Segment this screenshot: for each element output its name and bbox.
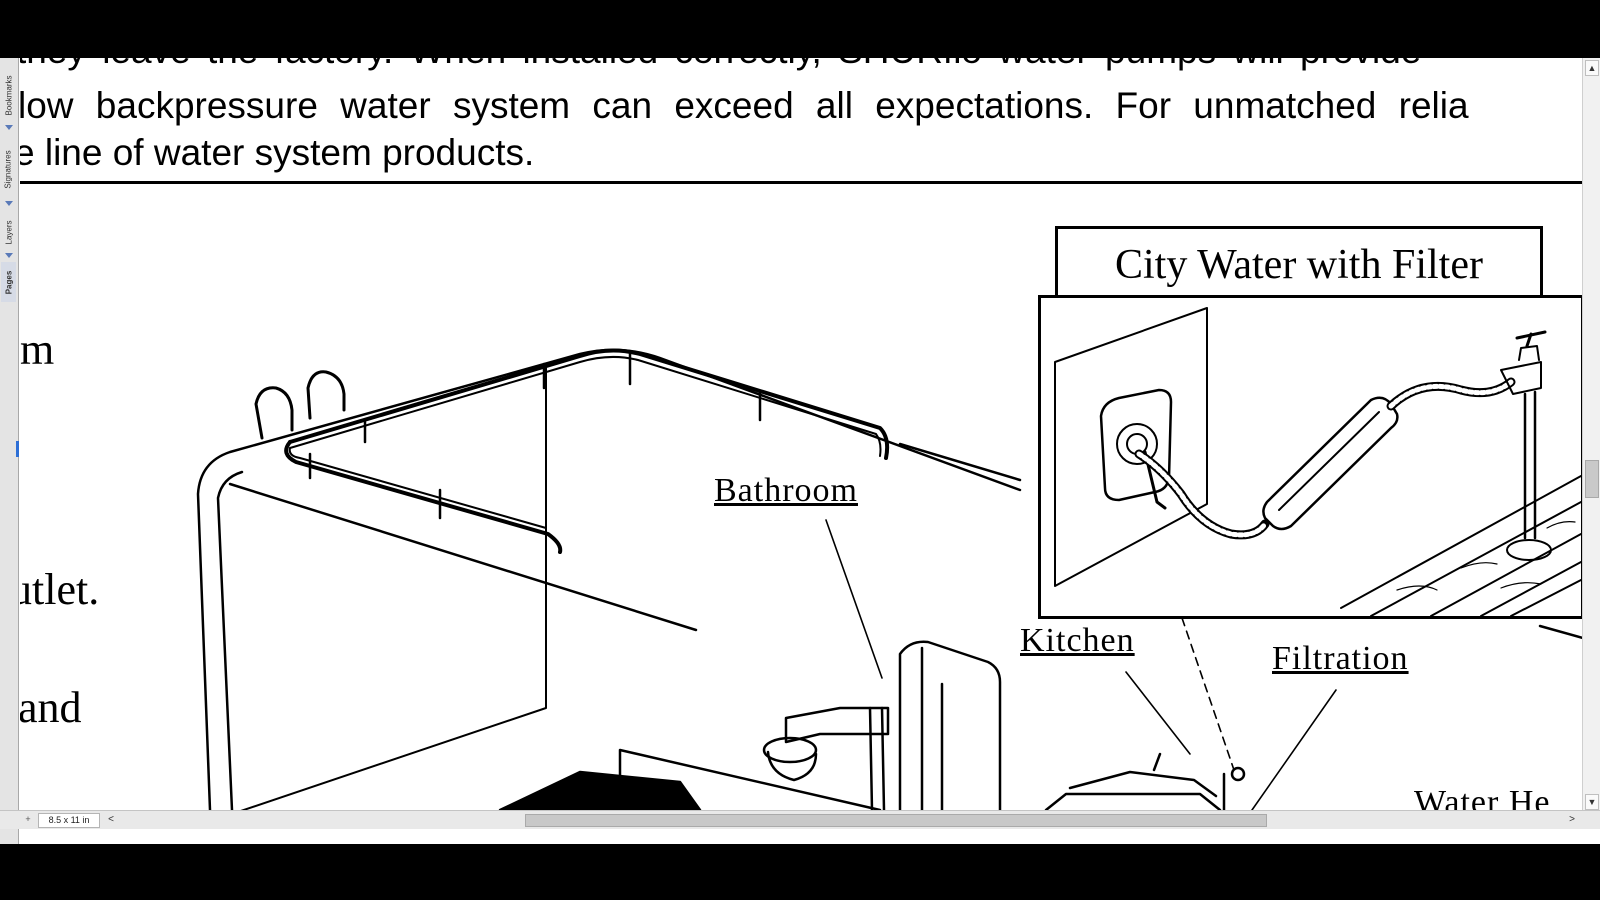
margin-text: m	[20, 325, 55, 374]
body-text-line: e line of water system products.	[20, 132, 535, 173]
body-text-line: they leave the factory. When installed c…	[20, 58, 1421, 72]
vertical-scroll-thumb[interactable]	[1585, 460, 1599, 498]
margin-text: utlet.	[20, 565, 100, 614]
rv-water-system-diagram	[196, 348, 1583, 819]
tab-pages-label: Pages	[4, 270, 14, 294]
expand-icon[interactable]: +	[25, 814, 31, 824]
tab-arrow-icon	[5, 125, 13, 130]
scroll-right-arrow-icon[interactable]: >	[1569, 814, 1575, 825]
tab-pages[interactable]: Pages	[1, 262, 16, 302]
navigation-panel-tabs: Bookmarks Signatures Layers Pages	[0, 58, 19, 844]
tab-bookmarks[interactable]: Bookmarks	[1, 64, 16, 130]
horizontal-scroll-thumb[interactable]	[525, 814, 1267, 827]
scroll-left-arrow-icon[interactable]: <	[108, 814, 114, 825]
callout-filtration: Filtration	[1272, 640, 1409, 677]
callout-kitchen: Kitchen	[1020, 622, 1135, 659]
scroll-up-arrow-icon[interactable]: ▲	[1585, 60, 1599, 76]
callout-bathroom: Bathroom	[714, 472, 858, 509]
tab-signatures[interactable]: Signatures	[1, 136, 16, 206]
city-water-inlet-illustration	[1054, 307, 1581, 616]
inset-title: City Water with Filter	[1055, 226, 1543, 304]
body-text-line: low backpressure water system can exceed…	[20, 85, 1469, 126]
inset-city-water-illustration	[1038, 295, 1583, 619]
pdf-page: they leave the factory. When installed c…	[20, 58, 1583, 826]
page-size-indicator: 8.5 x 11 in	[38, 813, 100, 828]
scroll-down-arrow-icon[interactable]: ▼	[1585, 794, 1599, 810]
margin-text: and	[20, 683, 82, 732]
tab-layers-label: Layers	[4, 219, 14, 245]
panel-splitter-handle[interactable]	[16, 441, 19, 457]
tab-arrow-icon	[5, 201, 13, 206]
vertical-scrollbar[interactable]: ▲ ▼	[1582, 58, 1600, 826]
document-viewer: Bookmarks Signatures Layers Pages they l…	[0, 58, 1600, 844]
status-bar: + 8.5 x 11 in < >	[0, 810, 1600, 829]
horizontal-rule	[20, 181, 1583, 184]
tab-arrow-icon	[5, 253, 13, 258]
tab-layers[interactable]: Layers	[1, 210, 16, 258]
tab-signatures-label: Signatures	[4, 149, 13, 189]
tab-bookmarks-label: Bookmarks	[4, 74, 14, 116]
